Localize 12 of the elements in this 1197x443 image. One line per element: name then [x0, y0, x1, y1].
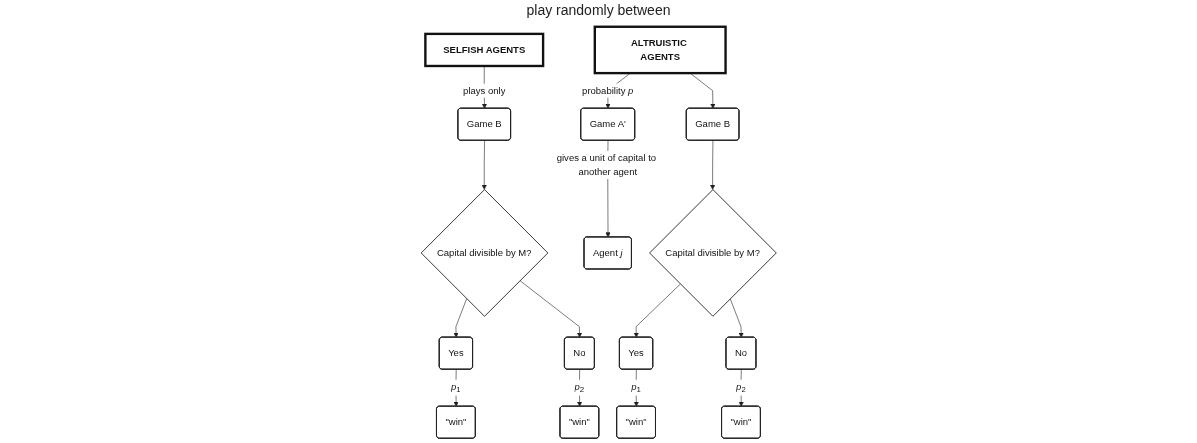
edge-label: plays only	[462, 85, 506, 96]
node-diamond: Capital divisible by M?	[648, 189, 777, 317]
edge-label: p$_{1}$	[450, 381, 461, 394]
edge-label: gives a unit of capital to another agent	[556, 152, 656, 177]
edge-label: p$_{2}$	[735, 381, 746, 394]
edge-label: p$_{2}$	[574, 381, 585, 394]
edge-label: probability p	[581, 85, 634, 96]
node-box: ALTRUISTIC AGENTS	[593, 25, 727, 75]
node-box: SELFISH AGENTS	[423, 32, 545, 68]
edge-label: p$_{1}$	[630, 381, 641, 394]
annotation-text: play randomly between	[526, 2, 671, 18]
node-diamond: Capital divisible by M?	[420, 189, 549, 317]
